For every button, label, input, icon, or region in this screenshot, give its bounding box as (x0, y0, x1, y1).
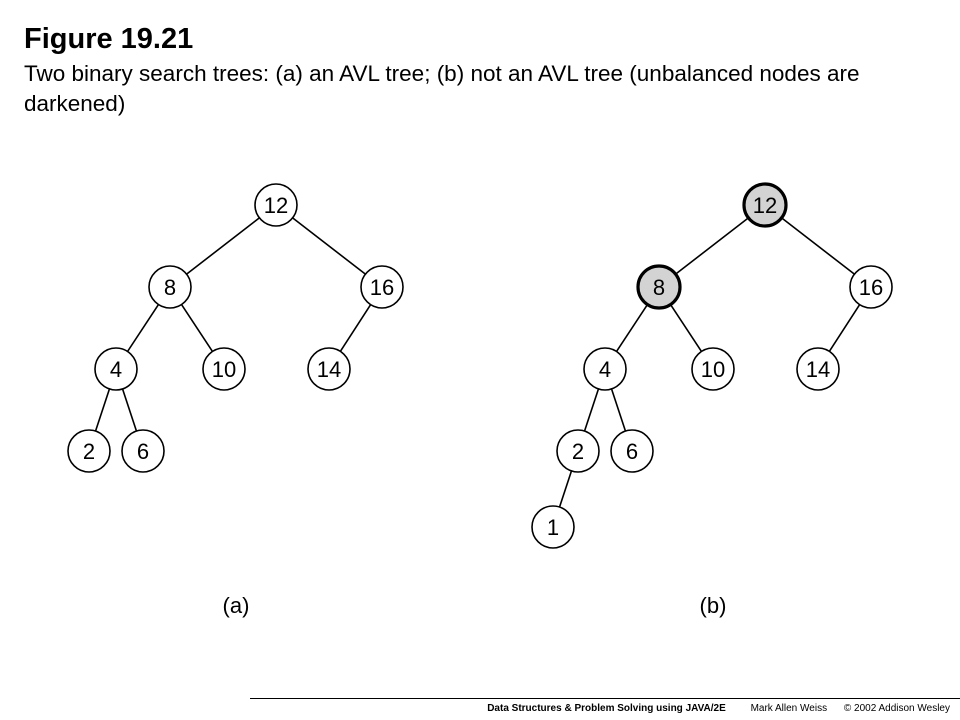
footer-author: Mark Allen Weiss (750, 703, 828, 714)
node-label: 2 (83, 439, 95, 464)
unbalanced-node-circle (636, 264, 682, 310)
tree-b-edge-16-14 (828, 304, 861, 352)
figure-caption: Two binary search trees: (a) an AVL tree… (24, 61, 860, 116)
tree-a-edge-16-14 (339, 304, 372, 352)
tree-b-node-6: 6 (610, 429, 654, 473)
tree-b-edge-4-6 (610, 388, 627, 432)
unbalanced-node-circle (742, 182, 788, 228)
tree-b-node-12: 12 (742, 182, 788, 228)
tree-a-edge-8-4 (126, 304, 160, 352)
node-label: 10 (212, 357, 236, 382)
node-circle (307, 347, 351, 391)
node-label: 8 (653, 275, 665, 300)
node-label: 6 (626, 439, 638, 464)
tree-b-label: (b) (700, 593, 727, 618)
node-label: 12 (753, 193, 777, 218)
tree-b-edge-2-1 (558, 470, 573, 508)
tree-a-edge-4-6 (121, 388, 138, 432)
tree-b-edge-8-10 (669, 304, 703, 352)
node-label: 16 (370, 275, 394, 300)
tree-labels: (a) (b) (223, 593, 727, 618)
node-label: 2 (572, 439, 584, 464)
tree-b-node-10: 10 (691, 347, 735, 391)
tree-a-node-8: 8 (148, 265, 192, 309)
tree-a-node-4: 4 (94, 347, 138, 391)
node-label: 6 (137, 439, 149, 464)
node-label: 12 (264, 193, 288, 218)
tree-a-node-6: 6 (121, 429, 165, 473)
node-label: 14 (806, 357, 830, 382)
tree-b-node-14: 14 (796, 347, 840, 391)
tree-b-node-1: 1 (531, 505, 575, 549)
tree-b-node-8: 8 (636, 264, 682, 310)
node-label: 16 (859, 275, 883, 300)
node-circle (94, 347, 138, 391)
node-circle (67, 429, 111, 473)
node-label: 1 (547, 515, 559, 540)
tree-a-edge-12-16 (292, 217, 366, 275)
tree-b-node-16: 16 (849, 265, 893, 309)
node-circle (583, 347, 627, 391)
tree-a-node-14: 14 (307, 347, 351, 391)
footer-rule (250, 698, 960, 699)
footer-copyright: © 2002 Addison Wesley (843, 703, 950, 714)
node-circle (254, 183, 298, 227)
tree-b-edge-8-4 (615, 304, 649, 352)
node-circle (796, 347, 840, 391)
tree-a-edge-12-8 (186, 217, 260, 275)
tree-b-node-4: 4 (583, 347, 627, 391)
node-circle (360, 265, 404, 309)
node-circle (148, 265, 192, 309)
node-label: 10 (701, 357, 725, 382)
node-circle (556, 429, 600, 473)
node-label: 4 (110, 357, 122, 382)
node-circle (691, 347, 735, 391)
node-label: 14 (317, 357, 341, 382)
tree-b-edge-12-16 (781, 217, 855, 275)
node-circle (531, 505, 575, 549)
tree-a-edge-4-2 (94, 388, 111, 432)
node-circle (121, 429, 165, 473)
tree-nodes: 12 8 16 4 10 14 2 6 12 8 16 4 10 14 2 6 1 (67, 182, 893, 549)
tree-b-edge-12-8 (675, 217, 749, 275)
figure-title: Figure 19.21 (24, 23, 194, 55)
tree-a-node-10: 10 (202, 347, 246, 391)
tree-b-edge-4-2 (583, 388, 600, 432)
node-label: 8 (164, 275, 176, 300)
node-circle (849, 265, 893, 309)
tree-edges (94, 217, 861, 508)
footer: Data Structures & Problem Solving using … (487, 703, 950, 714)
node-label: 4 (599, 357, 611, 382)
footer-book-title: Data Structures & Problem Solving using … (487, 703, 726, 714)
tree-a-edge-8-10 (180, 304, 214, 352)
tree-a-label: (a) (223, 593, 250, 618)
node-circle (202, 347, 246, 391)
tree-a-node-12: 12 (254, 183, 298, 227)
tree-b-node-2: 2 (556, 429, 600, 473)
tree-a-node-16: 16 (360, 265, 404, 309)
tree-a-node-2: 2 (67, 429, 111, 473)
node-circle (610, 429, 654, 473)
